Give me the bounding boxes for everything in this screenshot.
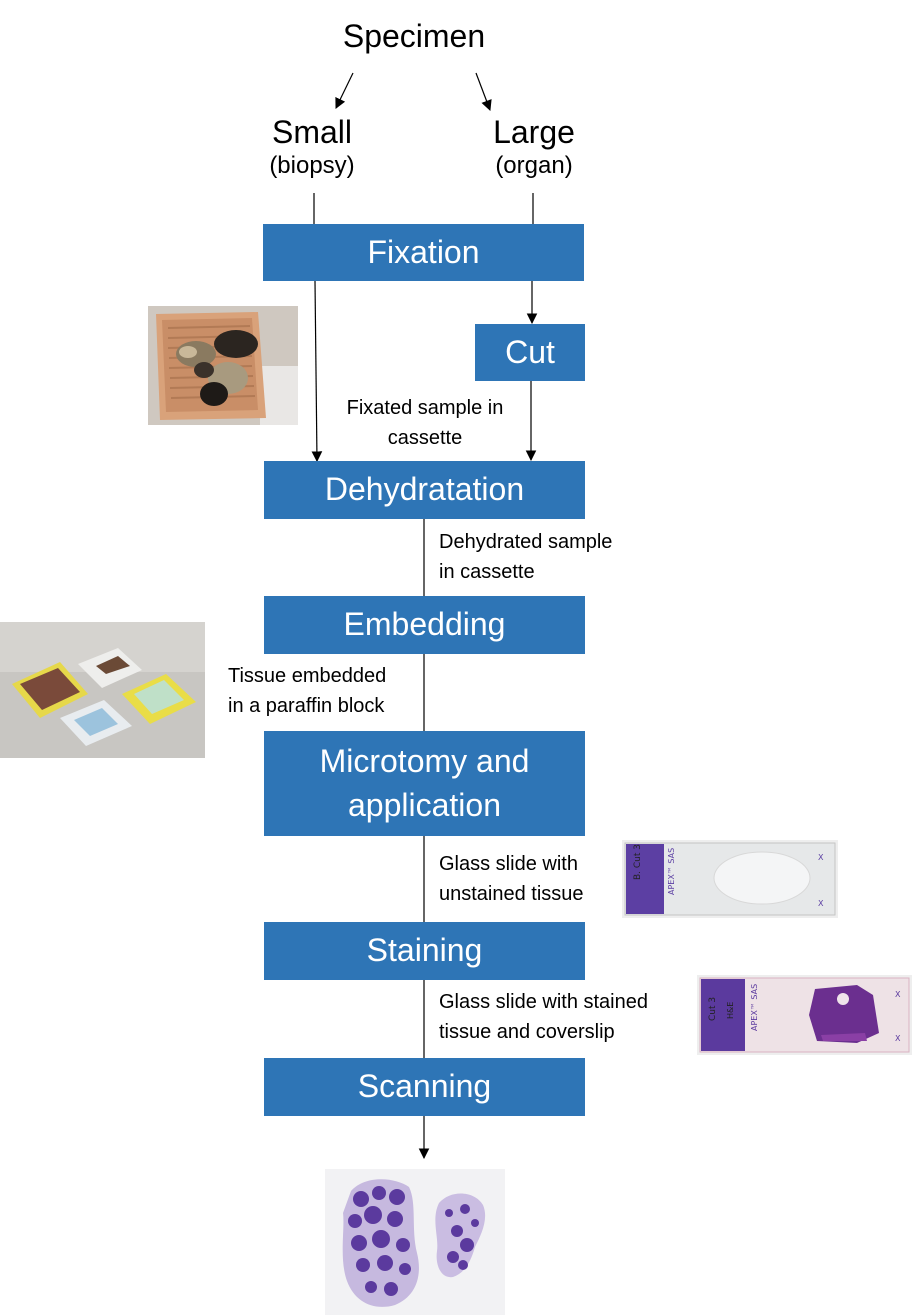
stained-slide-label: Cut 3 [708,997,718,1021]
unstained-slide-mark-top: X [818,853,824,862]
branch-small-label: Small [271,114,352,150]
branch-large-sub: (organ) [495,152,573,179]
stained-slide-stain: H&E [726,1002,735,1019]
unstained-slide-mark-bottom: X [818,899,824,908]
note-fixated-line2: cassette [387,427,463,449]
step-embedding: Embedding [264,596,585,654]
note-unstained-line1: Glass slide with [439,853,578,875]
note-stained-line1: Glass slide with stained [439,991,648,1013]
unstained-slide-brand: APEX™ SAS [667,848,676,895]
step-staining-label: Staining [366,932,483,969]
note-stained-line2: tissue and coverslip [439,1021,615,1043]
stained-slide-brand: APEX™ SAS [750,984,759,1031]
note-unstained-slide: Glass slide with unstained tissue [439,849,584,909]
step-dehydratation-label: Dehydratation [324,471,525,508]
arrow-fixation-to-dehydratation [311,280,323,463]
cassette-photo [148,306,298,425]
note-dehydrated-line2: in cassette [439,561,535,583]
step-cut-label: Cut [505,333,555,370]
step-scanning-label: Scanning [357,1068,492,1105]
note-unstained-line2: unstained tissue [439,883,584,905]
stained-slide-mark-bottom: X [895,1034,901,1043]
branch-small-sub: (biopsy) [269,152,355,179]
paraffin-blocks-photo [0,622,205,758]
branch-large-label: Large [493,114,575,150]
whole-slide-scan [325,1169,505,1315]
unstained-slide-label: B. Cut 3 [633,844,643,880]
arrow-specimen-to-large [475,72,492,112]
note-dehydrated-line1: Dehydrated sample [439,531,613,553]
step-microtomy-line1: Microtomy and [319,743,530,780]
note-dehydrated-sample: Dehydrated sample in cassette [439,527,612,587]
note-stained-slide: Glass slide with stained tissue and cove… [439,987,648,1047]
note-embedded-line2: in a paraffin block [228,695,385,717]
step-fixation: Fixation [263,224,584,281]
step-staining: Staining [264,922,585,980]
note-fixated-sample: Fixated sample in cassette [336,393,514,453]
stained-slide-mark-top: X [895,990,901,999]
step-scanning: Scanning [264,1058,585,1116]
note-embedded-tissue: Tissue embedded in a paraffin block [228,661,386,721]
stained-slide-photo: Cut 3 H&E APEX™ SAS X X [697,975,912,1055]
note-fixated-line1: Fixated sample in [346,397,504,419]
step-fixation-label: Fixation [367,233,480,270]
branch-large: Large (organ) [464,116,604,178]
specimen-title: Specimen [342,18,486,54]
note-embedded-line1: Tissue embedded [228,665,387,687]
unstained-slide-photo: B. Cut 3 APEX™ SAS X X [622,840,838,918]
step-microtomy-line2: application [348,786,501,823]
step-dehydratation: Dehydratation [264,461,585,519]
step-embedding-label: Embedding [343,606,506,643]
step-cut: Cut [475,324,585,381]
step-microtomy: Microtomy and application [264,731,585,836]
branch-small: Small (biopsy) [242,116,382,178]
arrow-specimen-to-small [335,72,354,109]
